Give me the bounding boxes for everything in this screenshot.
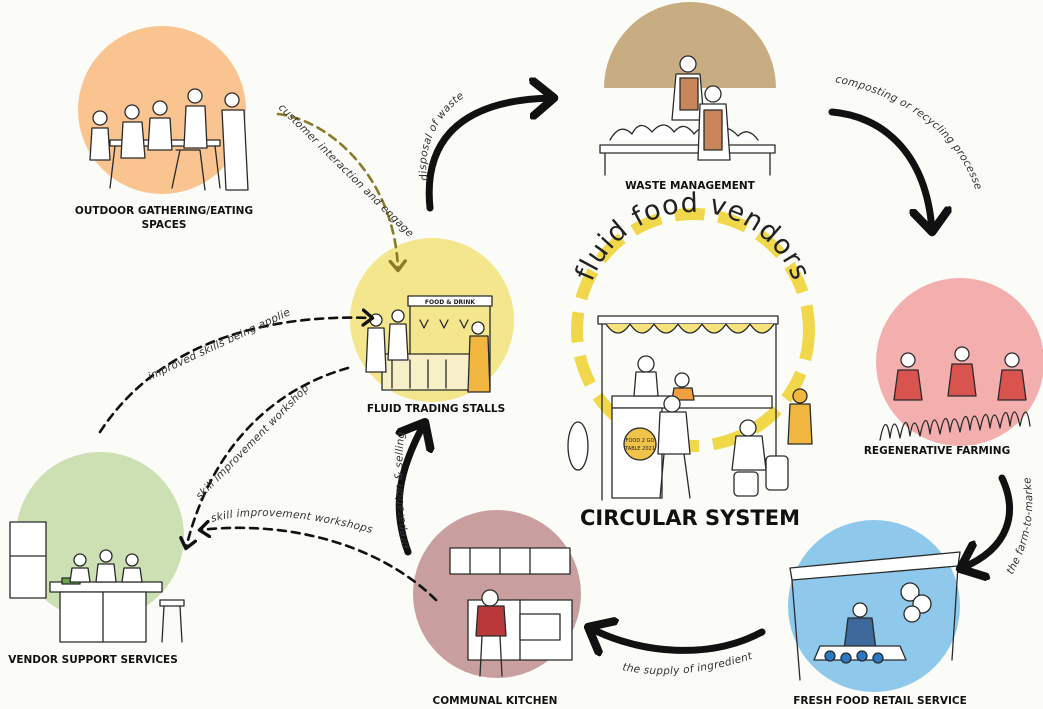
arrow-farming-to-retail	[962, 474, 1013, 568]
waste-management-illustration	[599, 55, 776, 176]
arrow-kitchen-to-support	[200, 528, 438, 602]
center-title: CIRCULAR SYSTEM	[580, 506, 800, 530]
stall-sign: FOOD & DRINK	[425, 299, 476, 306]
center-dashed-ring	[571, 208, 815, 452]
outdoor-gathering-illustration	[89, 88, 249, 191]
arrow-stalls-to-support-1	[186, 366, 350, 548]
edge-label-disposal-of-waste: disposal of waste	[417, 90, 466, 182]
vendor-support-label: VENDOR SUPPORT SERVICES	[8, 654, 178, 666]
cycle-arrows	[399, 98, 1013, 650]
arrow-retail-to-kitchen	[590, 628, 766, 650]
center-ring-text: fluid food vendors	[570, 188, 817, 285]
regenerative-farming-label: REGENERATIVE FARMING	[864, 445, 1010, 457]
communal-kitchen-label: COMMUNAL KITCHEN	[433, 695, 558, 707]
fresh-food-retail-label: FRESH FOOD RETAIL SERVICE	[793, 695, 967, 707]
arrow-support-to-stalls	[98, 318, 372, 434]
center-stall-sign-1: FOOD 2 GO	[626, 438, 655, 444]
outdoor-gathering-label-1: OUTDOOR GATHERING/EATING	[75, 205, 253, 217]
waste-management-label: WASTE MANAGEMENT	[625, 180, 755, 192]
center-stall-illustration: FOOD 2 GO TABLE 2021	[567, 315, 813, 501]
center-stall-sign-2: TABLE 2021	[624, 446, 655, 452]
node-outdoor-gathering: OUTDOOR GATHERING/EATING SPACES	[75, 26, 253, 231]
outdoor-gathering-label-2: SPACES	[142, 219, 187, 231]
regenerative-farming-circle	[876, 278, 1043, 446]
arrow-outdoor-to-stalls	[276, 112, 398, 270]
arrow-stalls-to-waste	[425, 98, 552, 212]
vendor-support-illustration	[9, 521, 185, 643]
arrow-waste-to-farming	[828, 108, 932, 230]
fluid-trading-stalls-label: FLUID TRADING STALLS	[367, 403, 505, 415]
node-vendor-support: VENDOR SUPPORT SERVICES	[8, 452, 185, 666]
regenerative-farming-illustration	[879, 346, 1031, 441]
dashed-arrows	[98, 112, 438, 602]
communal-kitchen-illustration	[449, 547, 573, 677]
node-regenerative-farming: REGENERATIVE FARMING	[864, 278, 1043, 457]
node-communal-kitchen: COMMUNAL KITCHEN	[413, 510, 581, 707]
arrow-kitchen-to-stalls	[399, 424, 424, 556]
node-waste-management: WASTE MANAGEMENT	[596, 2, 784, 192]
node-fresh-food-retail: FRESH FOOD RETAIL SERVICE	[788, 520, 967, 707]
fresh-food-retail-circle	[788, 520, 960, 692]
center-circular-system: fluid food vendors FOOD 2 GO TABLE 2021 …	[567, 188, 817, 530]
fresh-food-retail-illustration	[789, 551, 961, 681]
node-fluid-trading-stalls: FOOD & DRINK FLUID TRADING STALLS	[350, 238, 514, 415]
